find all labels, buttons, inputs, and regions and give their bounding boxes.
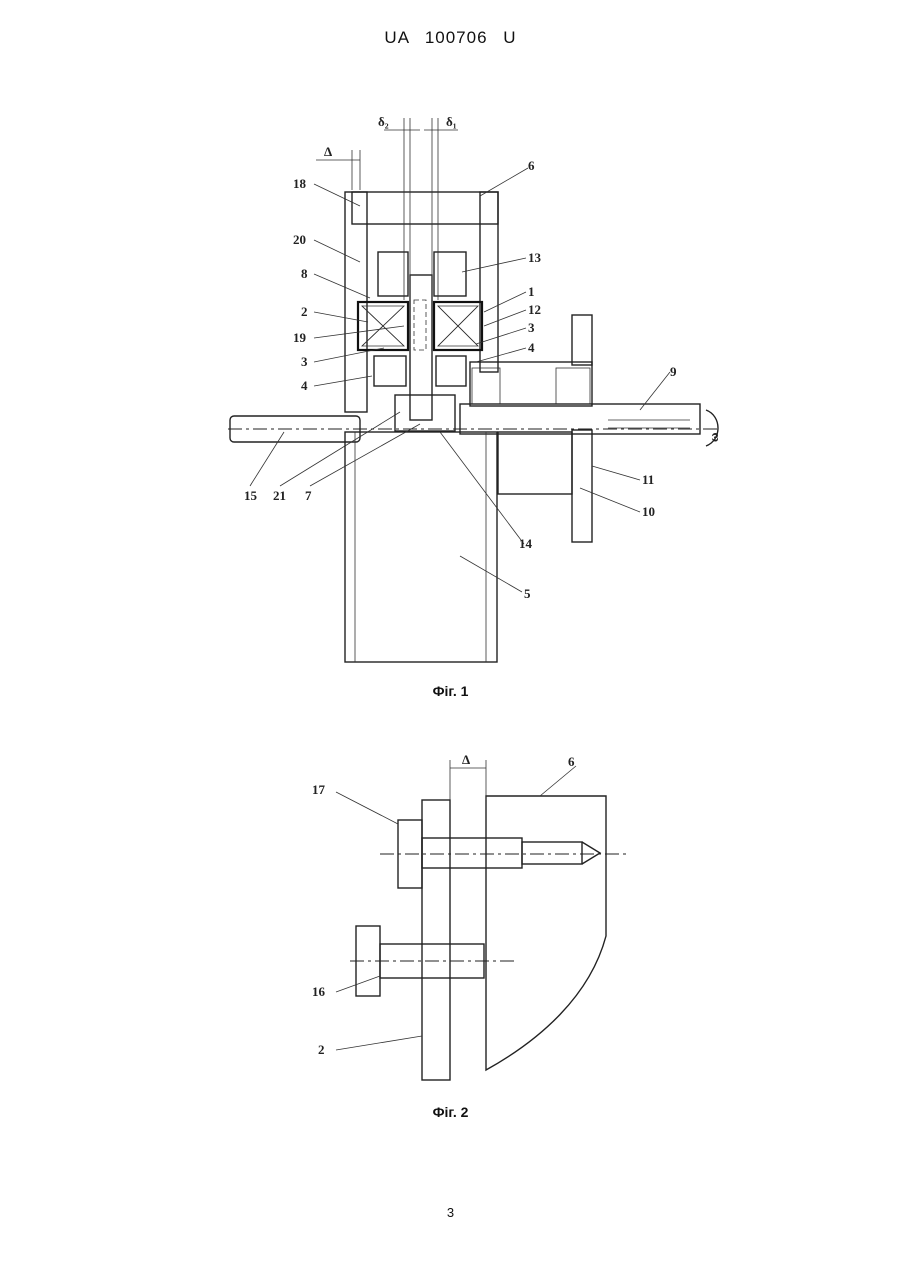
bearing-housing [470, 362, 592, 406]
bolt-16 [350, 926, 514, 996]
rotor-insert [414, 300, 426, 350]
label-7: 7 [305, 488, 312, 503]
label-14: 14 [519, 536, 533, 551]
lower-housing [345, 432, 497, 662]
rotation-label: ω [706, 432, 721, 442]
bolt-17 [380, 820, 628, 888]
figure-2-caption: Фіг. 2 [0, 1104, 901, 1120]
fig2-leader-lines [336, 766, 576, 1050]
figure-2-drawing: Δ 17 16 2 6 [0, 740, 901, 1100]
label-2: 2 [301, 304, 308, 319]
fig2-label-6: 6 [568, 754, 575, 769]
label-15: 15 [244, 488, 258, 503]
label-4: 4 [301, 378, 308, 393]
label-21: 21 [273, 488, 286, 503]
dim-label-delta1: δ₁ [446, 114, 457, 129]
dim-label-delta: Δ [324, 144, 332, 159]
label-20: 20 [293, 232, 306, 247]
fig2-dim-label: Δ [462, 752, 470, 767]
pulley-lower [572, 430, 592, 542]
label-8: 8 [301, 266, 308, 281]
label-9: 9 [670, 364, 677, 379]
coil-upper-left [378, 252, 408, 296]
pulley-upper [572, 315, 592, 365]
magnet-right [434, 302, 482, 350]
coil-upper-right [434, 252, 466, 296]
mount-block [498, 432, 572, 494]
fig2-label-16: 16 [312, 984, 326, 999]
label-12: 12 [528, 302, 541, 317]
label-13: 13 [528, 250, 542, 265]
label-3: 3 [301, 354, 308, 369]
coil-lower-right [436, 356, 466, 386]
fig2-label-17: 17 [312, 782, 326, 797]
magnet-left [358, 302, 408, 350]
plate-part [422, 800, 450, 1080]
leader-lines [250, 168, 670, 592]
page-number: 3 [0, 1205, 901, 1220]
bearing-hatch-2 [556, 368, 590, 404]
coil-lower-left [374, 356, 406, 386]
cap-part [352, 192, 498, 224]
label-3-right: 3 [528, 320, 535, 335]
figure-1-drawing: Δ δ₂ δ₁ ω 18 20 8 2 19 3 4 6 13 1 12 3 4… [0, 0, 901, 700]
label-19: 19 [293, 330, 307, 345]
dimension-lines [316, 118, 458, 300]
label-11: 11 [642, 472, 654, 487]
dim-label-delta2: δ₂ [378, 114, 389, 129]
fig2-label-2: 2 [318, 1042, 325, 1057]
label-6: 6 [528, 158, 535, 173]
label-4-right: 4 [528, 340, 535, 355]
bearing-hatch [472, 368, 500, 404]
label-10: 10 [642, 504, 655, 519]
label-1: 1 [528, 284, 535, 299]
body-part [486, 796, 606, 1070]
figure-1-caption: Фіг. 1 [0, 683, 901, 699]
hub [395, 395, 455, 431]
rotor-disc [410, 275, 432, 420]
label-5: 5 [524, 586, 531, 601]
label-18: 18 [293, 176, 307, 191]
